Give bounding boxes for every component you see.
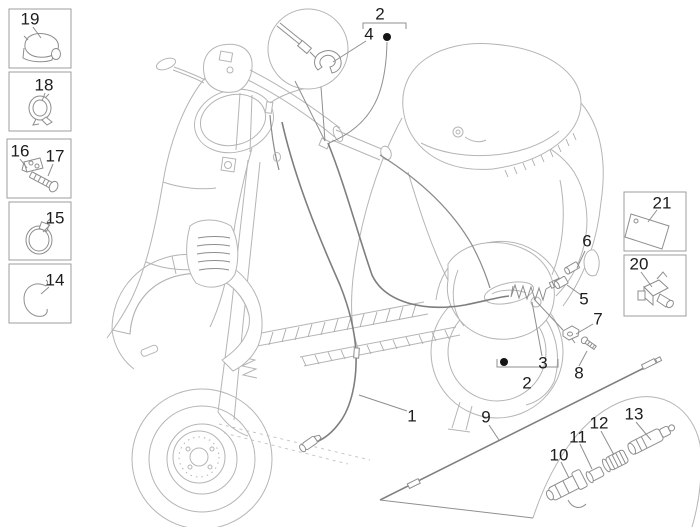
spare-cable-and-bubble: [379, 356, 700, 527]
seat: [402, 43, 582, 170]
callout-label-10: 10: [549, 445, 569, 465]
callout-label-14: 14: [45, 270, 65, 290]
part-box-21: [623, 191, 687, 252]
callout-label-9: 9: [481, 407, 491, 427]
circle-pointer: [294, 80, 326, 142]
detail-bubble-arc: [532, 396, 700, 527]
callout-label-1: 1: [407, 406, 417, 426]
callout-label-21: 21: [652, 193, 672, 213]
left-parts-column: [6, 8, 72, 324]
centre-stand: [447, 401, 473, 433]
guide-lines: [218, 423, 371, 465]
assembly-dot-top: [383, 33, 391, 41]
part-13-barrel-adjuster: [627, 424, 676, 455]
callout-label-20: 20: [629, 254, 649, 274]
part-box-14: [8, 263, 72, 324]
part-box-16-17: [6, 138, 72, 199]
bracket-mid: [496, 359, 559, 368]
handlebar: [155, 43, 392, 161]
callout-label-3: 3: [538, 353, 548, 373]
rear-brake-cable-run: [379, 154, 491, 289]
part-5-cap: [553, 275, 569, 290]
cable-barrel-end: [299, 434, 322, 453]
vespa-badge: [483, 281, 535, 305]
horn-cover-grille: [186, 219, 239, 288]
mirror-head: [155, 57, 177, 71]
throttle-clamp: [318, 137, 331, 150]
right-parts-column: [623, 191, 687, 317]
bracket-top: [362, 22, 407, 29]
callout-label-5: 5: [579, 289, 589, 309]
spare-cable-9: [379, 363, 653, 501]
callout-label-2-top: 2: [375, 4, 385, 24]
callout-label-7: 7: [593, 309, 603, 329]
callout-label-16: 16: [10, 141, 30, 161]
callout-label-6: 6: [582, 231, 592, 251]
engine-cover: [446, 242, 555, 340]
part-4-clamp: [314, 50, 342, 74]
callout-label-2-mid: 2: [522, 373, 532, 393]
scooter-line-drawing: [106, 43, 604, 527]
fastener-parts: [553, 261, 597, 351]
part-12-adjuster-nut: [601, 449, 629, 473]
part-box-19: [8, 8, 72, 69]
callout-label-11: 11: [569, 427, 587, 447]
callout-lines: [19, 22, 658, 479]
part-8-screw: [580, 336, 597, 351]
callout-label-15: 15: [45, 208, 65, 228]
callout-label-8: 8: [574, 363, 584, 383]
callout-label-19: 19: [20, 9, 40, 29]
brake-disc: [172, 430, 226, 484]
right-grip: [331, 129, 385, 161]
tail-light: [583, 249, 600, 277]
front-brake-cable: [281, 121, 360, 453]
part-7-clip: [562, 325, 580, 344]
part-6-ferrule: [564, 261, 580, 275]
front-wheel: [131, 388, 371, 527]
throttle-cable: [327, 142, 510, 309]
fender-slot: [140, 344, 159, 357]
assembly-dot-mid: [500, 358, 508, 366]
callout-label-4: 4: [364, 24, 374, 44]
part-11-ferrule: [585, 466, 605, 484]
callout-label-12: 12: [589, 413, 609, 433]
top-detail-circle: [267, 8, 349, 142]
callout-label-17: 17: [45, 146, 65, 166]
front-fender: [111, 253, 263, 372]
callout-label-13: 13: [624, 404, 644, 424]
part-10-cable-end: [545, 469, 588, 508]
part-box-20: [623, 254, 687, 317]
callout-label-18: 18: [34, 75, 54, 95]
part-box-18: [8, 71, 72, 132]
